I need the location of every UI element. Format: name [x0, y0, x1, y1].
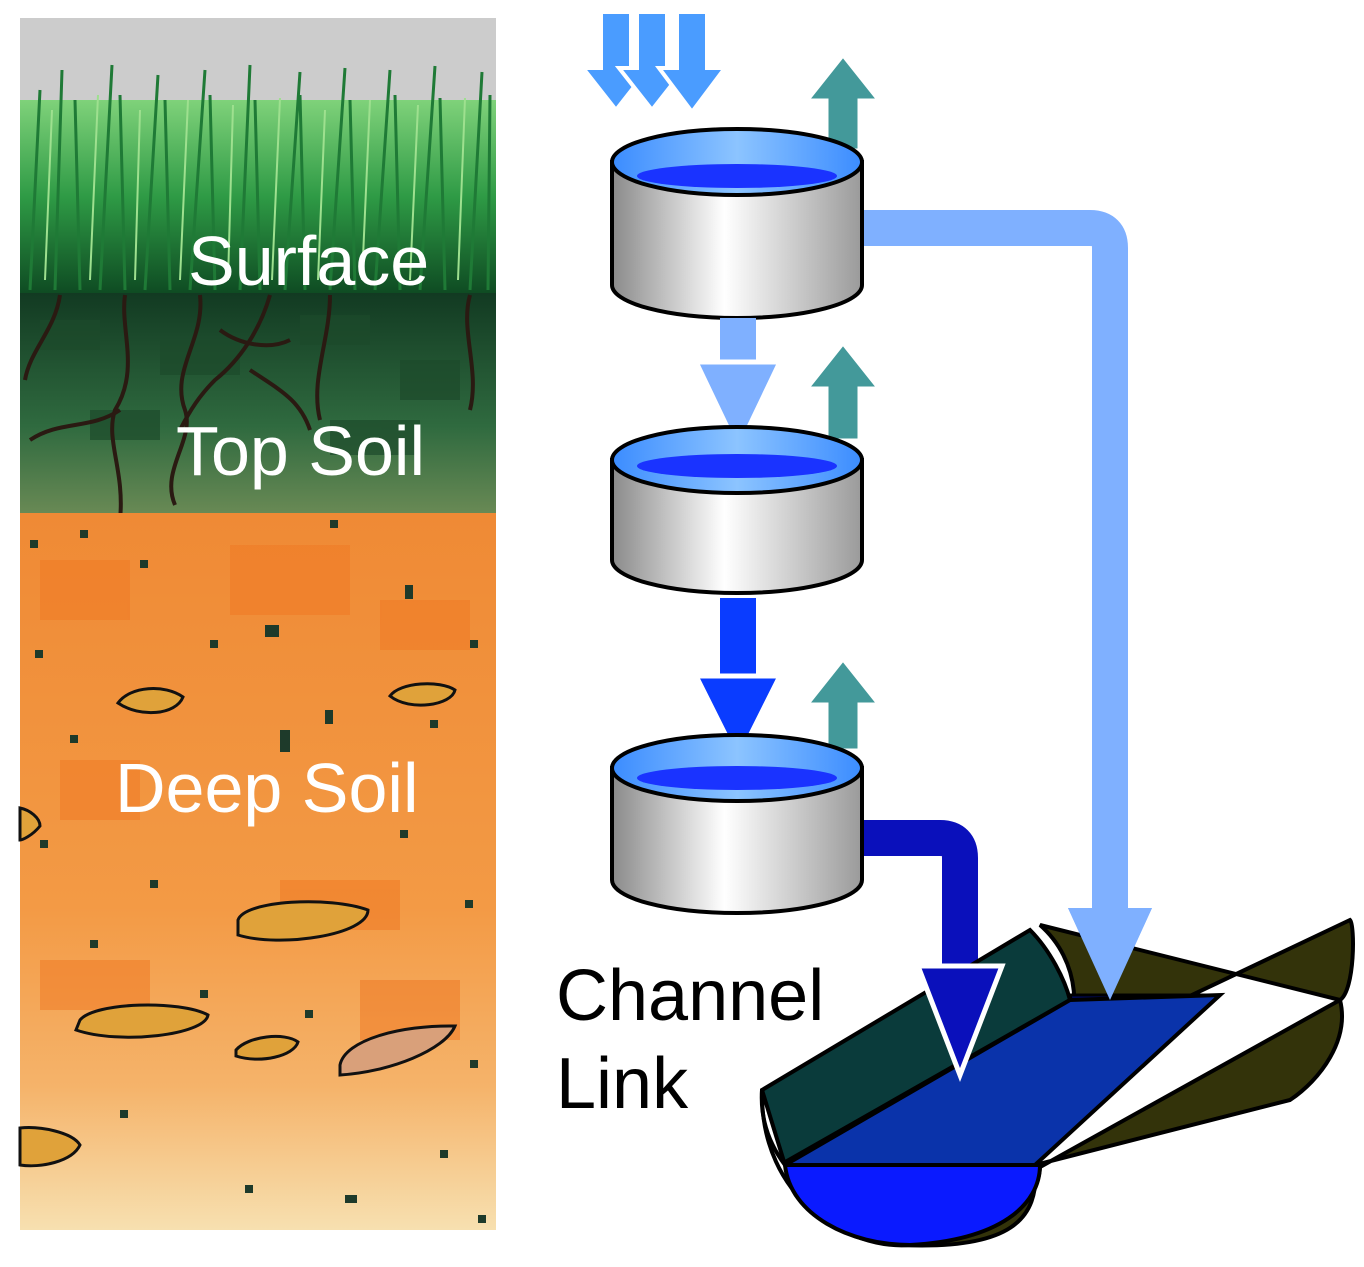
- channel-front-water: [782, 1163, 1043, 1248]
- percolation-arrow: [691, 598, 785, 766]
- infiltration-arrow: [692, 318, 784, 456]
- precipitation-arrows-icon: [578, 10, 729, 116]
- grass-blades: [28, 64, 492, 291]
- surface-runoff-arrow-tip: [1068, 908, 1152, 1000]
- rock: [115, 687, 185, 715]
- evaporation-arrow-topsoil-icon: [804, 341, 882, 442]
- deep-soil-storage-bucket: [610, 733, 864, 915]
- plant-roots: [23, 294, 475, 521]
- channel-front-rim: [759, 1089, 787, 1167]
- rock: [338, 1024, 458, 1077]
- rock: [18, 806, 42, 842]
- rock: [387, 682, 457, 707]
- surface-storage-bucket: [610, 127, 864, 320]
- rock: [234, 1035, 300, 1061]
- topsoil-storage-bucket: [610, 425, 864, 595]
- rock: [18, 1126, 82, 1168]
- soil-specks: [30, 520, 486, 1223]
- surface-runoff-pipe: [862, 210, 1152, 1000]
- grass-highlights: [44, 94, 466, 281]
- channel-label-line1: Channel: [556, 956, 824, 1036]
- rock: [74, 1003, 210, 1039]
- deep-soil-outflow-arrow-tip: [914, 963, 1006, 1082]
- layer-label-top-soil: Top Soil: [176, 412, 425, 490]
- rock: [236, 900, 370, 942]
- channel-label-line2: Link: [556, 1044, 689, 1124]
- layer-label-surface: Surface: [188, 222, 429, 300]
- layer-label-deep-soil: Deep Soil: [115, 749, 419, 827]
- topsoil-mottles: [40, 315, 460, 455]
- evaporation-arrow-deepsoil-icon: [804, 657, 882, 752]
- channel-link-trough: [759, 917, 1355, 1248]
- soil-column: Surface Top Soil Deep Soil: [18, 18, 496, 1230]
- evaporation-arrow-surface-icon: [804, 53, 882, 152]
